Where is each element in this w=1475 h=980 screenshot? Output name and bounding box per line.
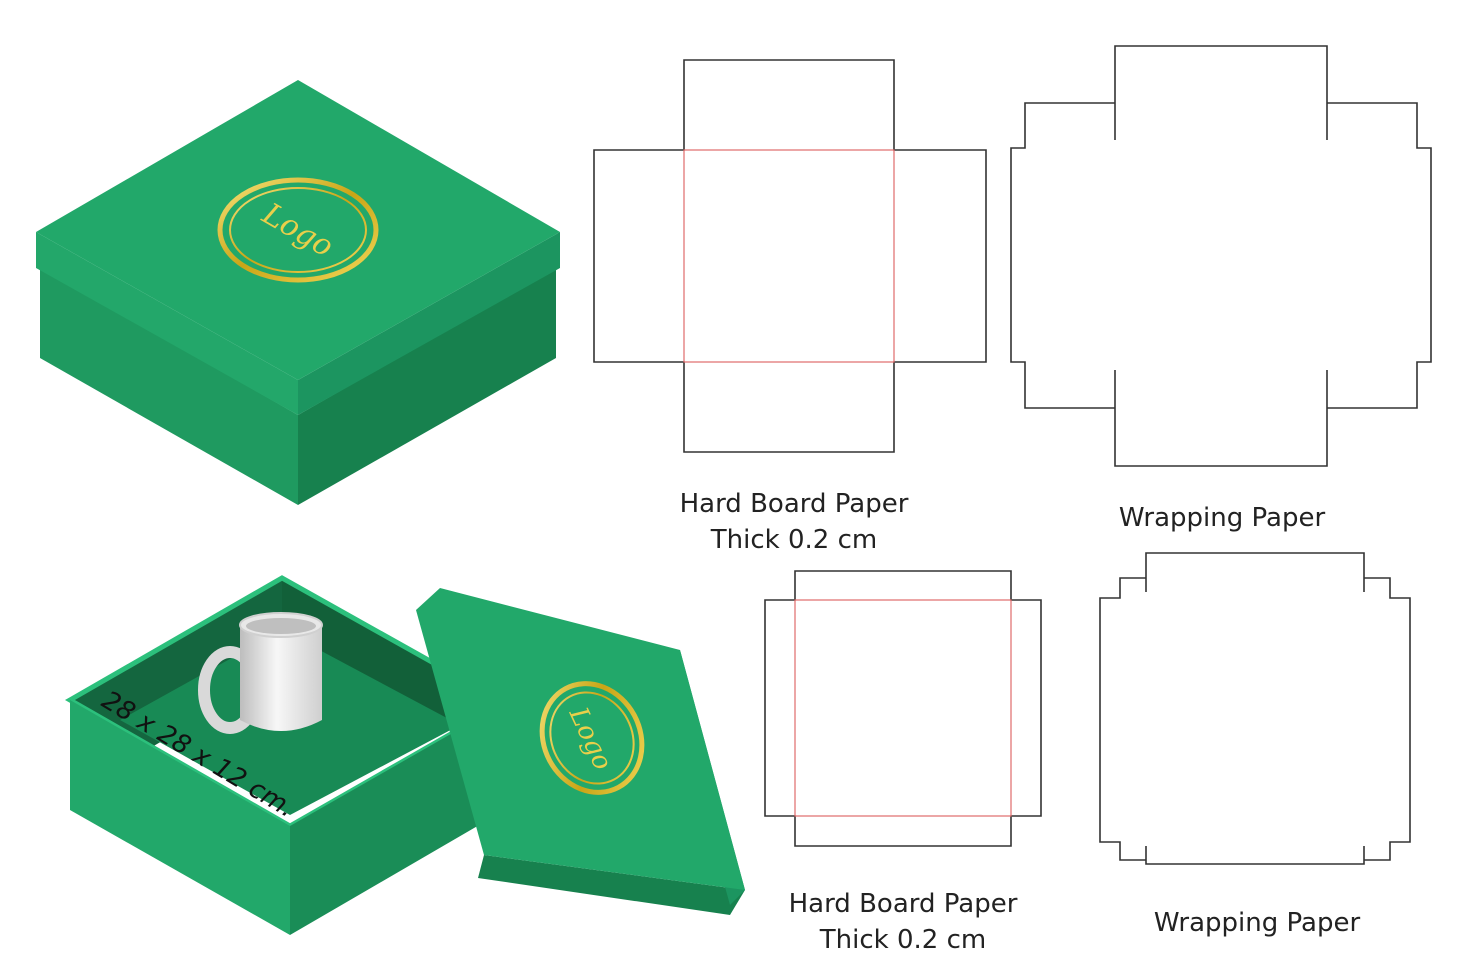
large-wrapping-caption: Wrapping Paper	[1092, 500, 1352, 536]
closed-box-left-side	[40, 268, 298, 505]
large-wrapping-title: Wrapping Paper	[1118, 503, 1326, 533]
closed-lid-top	[36, 80, 560, 380]
small-wrapping-caption: Wrapping Paper	[1127, 905, 1387, 941]
small-wrapping-dieline	[1099, 552, 1411, 865]
small-hard-board-cut-line	[764, 570, 1042, 847]
small-hard-board-title: Hard Board Paper	[788, 889, 1018, 919]
large-wrapping-dieline	[1010, 45, 1432, 467]
mug-icon	[198, 612, 323, 734]
large-hard-board-cut-line	[593, 59, 987, 453]
open-box-left-side	[70, 700, 290, 935]
small-hard-board-subtitle: Thick 0.2 cm	[819, 925, 987, 955]
small-wrapping-cut-line	[1099, 552, 1411, 865]
closed-lid-right-rim	[298, 232, 560, 415]
large-hard-board-title: Hard Board Paper	[679, 489, 909, 519]
open-lid: Logo	[416, 588, 745, 915]
closed-lid-left-rim	[36, 232, 298, 415]
large-wrapping-cut-line	[1010, 45, 1432, 467]
large-hard-board-dieline	[593, 59, 987, 453]
large-hard-board-fold-line	[683, 149, 895, 363]
large-hard-board-subtitle: Thick 0.2 cm	[710, 525, 878, 555]
small-hard-board-dieline	[764, 570, 1042, 847]
small-hard-board-caption: Hard Board Paper Thick 0.2 cm	[773, 886, 1033, 958]
open-box-right-side	[290, 703, 505, 935]
open-lid-top	[416, 588, 745, 890]
closed-box-right-side	[298, 268, 556, 505]
closed-gift-box: Logo	[36, 80, 560, 505]
large-hard-board-caption: Hard Board Paper Thick 0.2 cm	[664, 486, 924, 558]
open-lid-edge-side	[478, 855, 745, 915]
small-hard-board-fold-line	[794, 599, 1012, 817]
small-wrapping-title: Wrapping Paper	[1153, 908, 1361, 938]
open-box-inner-back-left	[70, 578, 282, 760]
